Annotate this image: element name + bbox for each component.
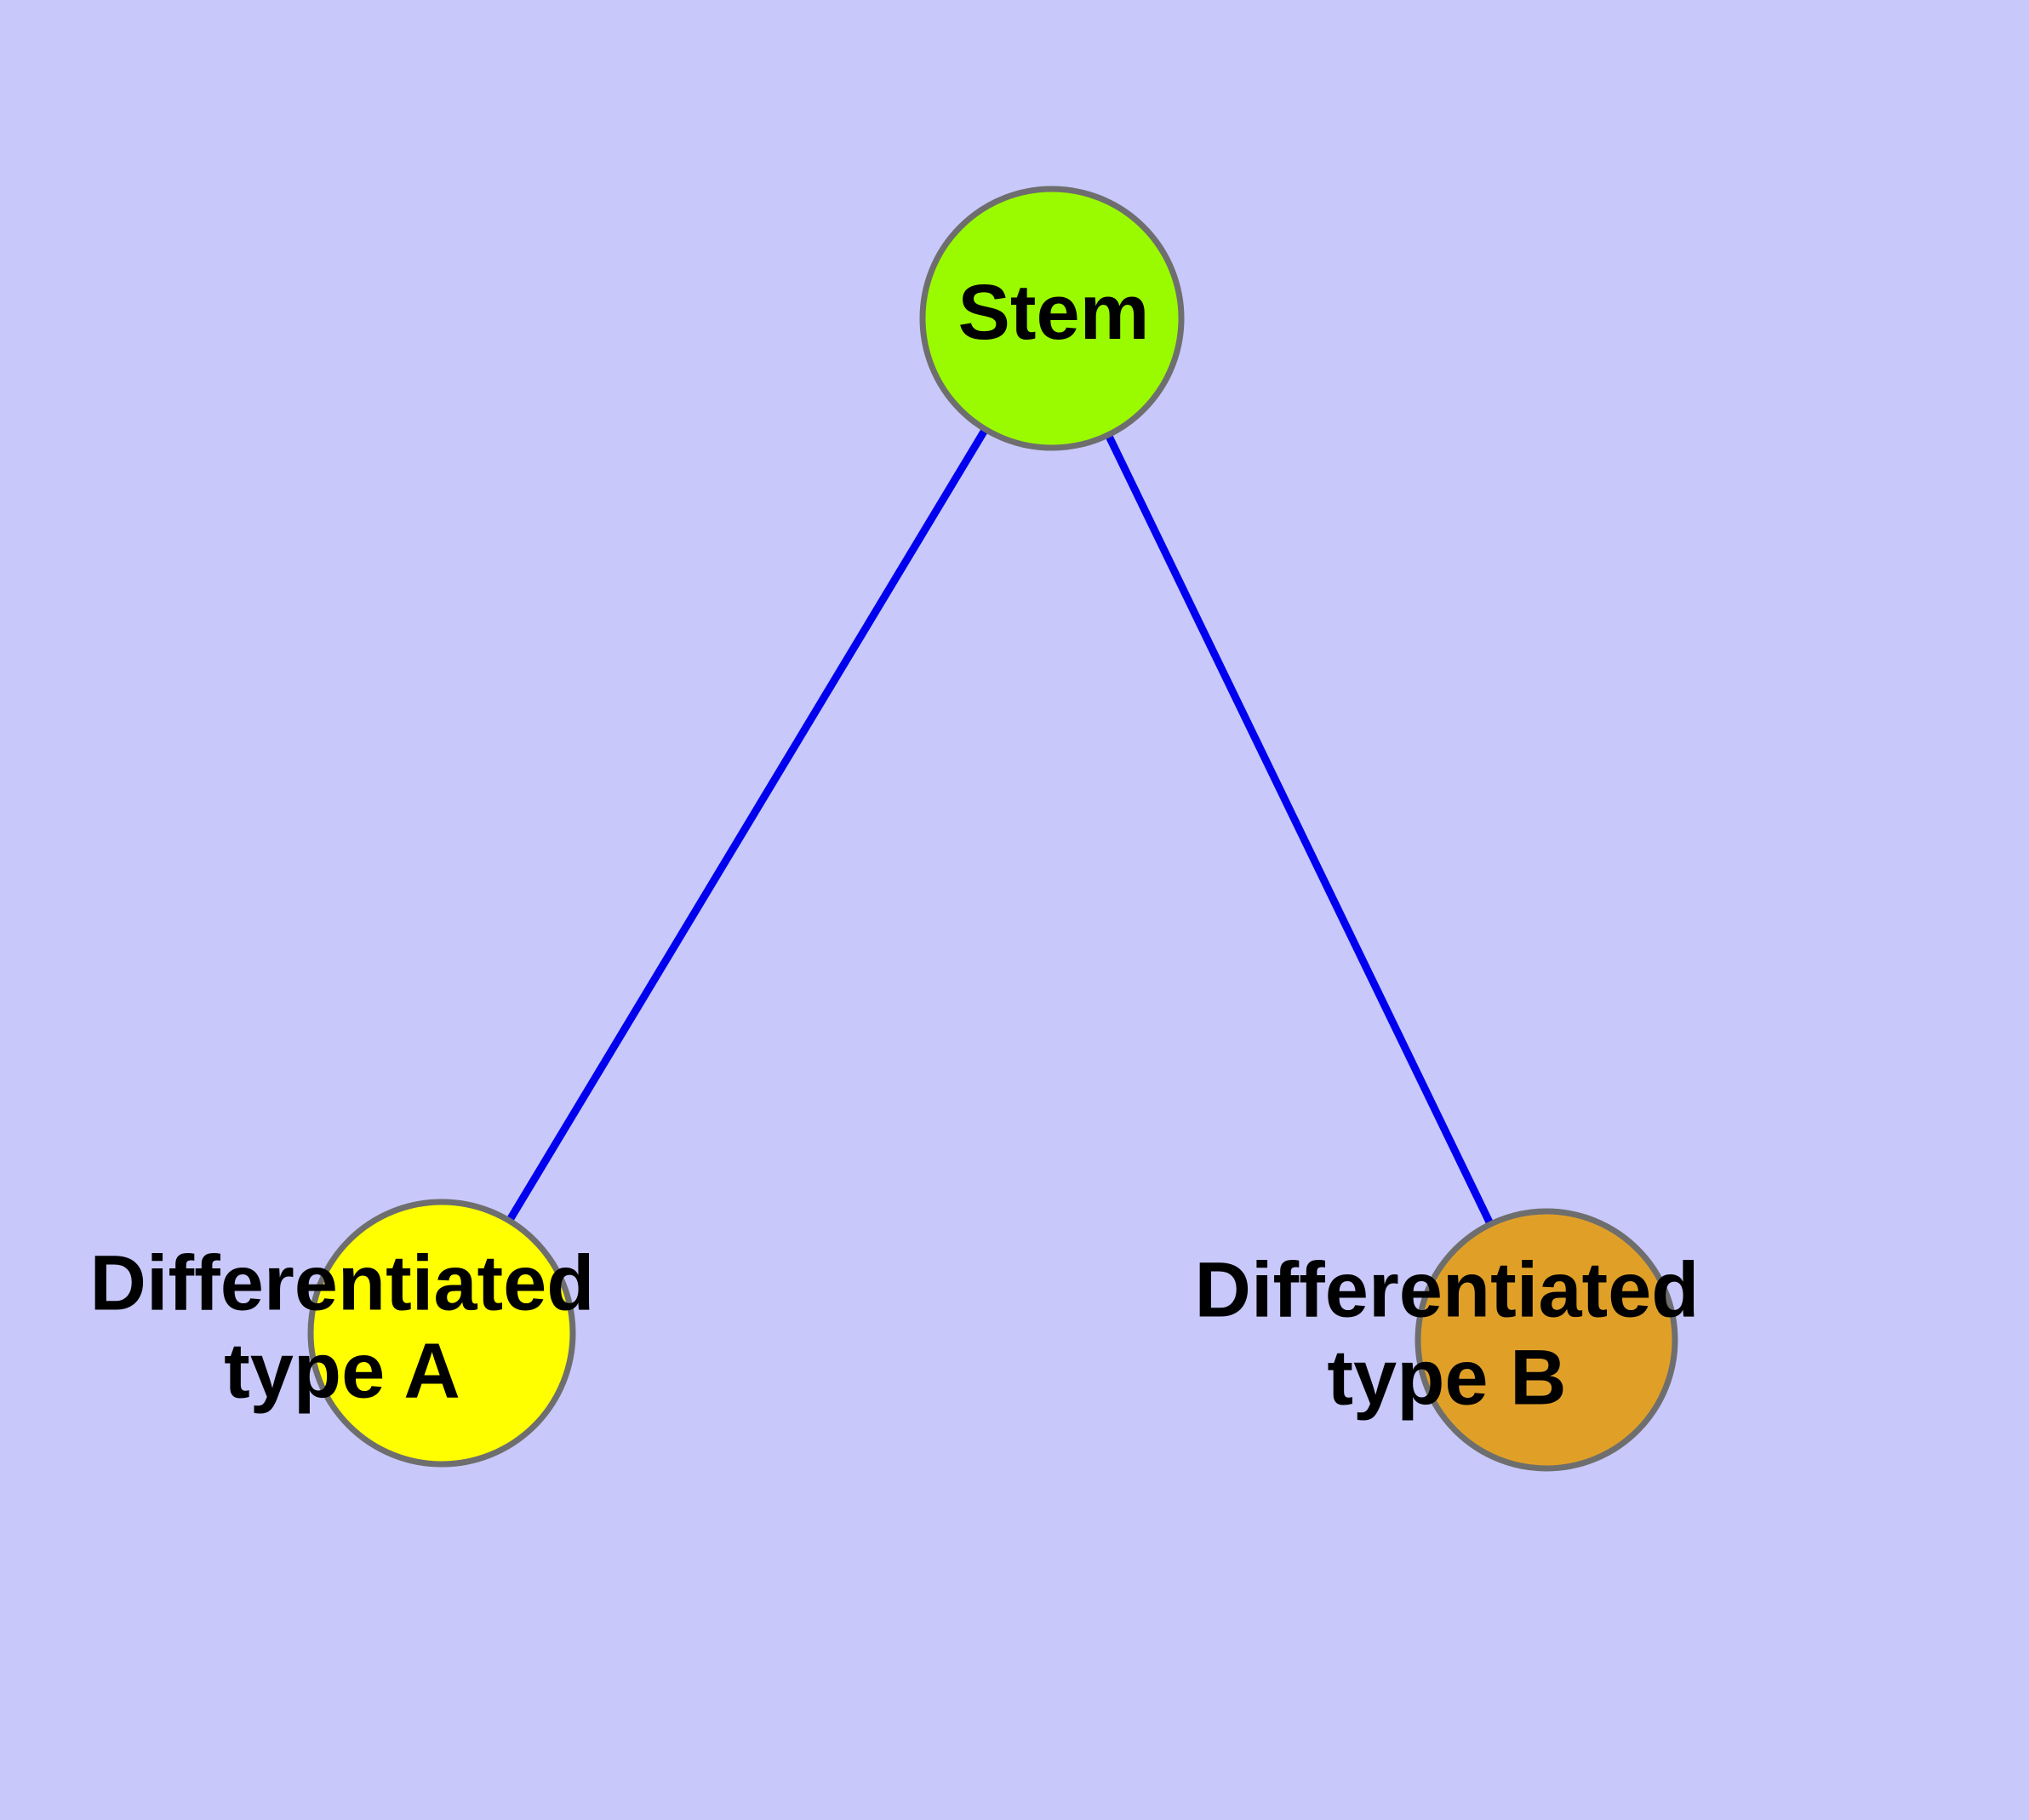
edges-group (438, 316, 1551, 1342)
node-label-line: Stem (958, 269, 1150, 356)
node-label-stem: Stem (958, 269, 1150, 356)
node-label-line: type A (224, 1328, 460, 1415)
node-differentiated-type-a[interactable] (307, 1199, 576, 1468)
node-label-line: Differentiated (1195, 1247, 1700, 1334)
nodes-group (307, 186, 1678, 1472)
node-differentiated-type-b[interactable] (1415, 1208, 1678, 1472)
edge-stem-to-differentiated-a[interactable] (438, 316, 1055, 1336)
node-label-line: type B (1327, 1335, 1566, 1422)
node-stem[interactable] (919, 186, 1185, 451)
edge-stem-to-differentiated-b[interactable] (1048, 317, 1551, 1342)
node-label-line: Differentiated (90, 1240, 595, 1327)
